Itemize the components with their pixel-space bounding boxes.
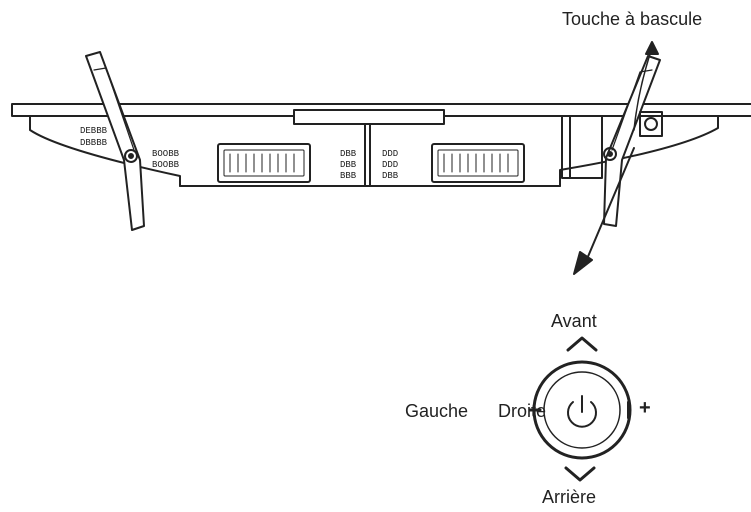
svg-text:DBB: DBB bbox=[382, 171, 399, 181]
plus-label: + bbox=[639, 397, 651, 419]
connector-panel bbox=[561, 115, 603, 179]
svg-text:DBBBB: DBBBB bbox=[80, 138, 108, 148]
toggle-key-button bbox=[633, 41, 663, 137]
toggle-key-detail bbox=[528, 336, 632, 482]
svg-text:BOOBB: BOOBB bbox=[152, 149, 180, 159]
tv-body bbox=[11, 103, 751, 187]
pointer-arrow bbox=[573, 147, 635, 275]
vent-holes: DEBBB DBBBB BOOBB BOOBB DBB DBB BBB DDD … bbox=[80, 126, 399, 181]
svg-text:DDD: DDD bbox=[382, 149, 398, 159]
toggle-key-label: Touche à bascule bbox=[562, 9, 703, 29]
svg-text:DBB: DBB bbox=[340, 149, 357, 159]
svg-text:DBB: DBB bbox=[340, 160, 357, 170]
chevron-up-icon bbox=[566, 336, 598, 352]
front-label: Avant bbox=[551, 311, 597, 331]
stand-left bbox=[85, 51, 145, 231]
speaker-grille-left bbox=[217, 143, 311, 183]
left-label: Gauche bbox=[405, 401, 469, 421]
svg-text:DEBBB: DEBBB bbox=[80, 126, 108, 136]
speaker-grille-right bbox=[431, 143, 525, 183]
right-label: Droite bbox=[498, 401, 547, 421]
svg-text:DDD: DDD bbox=[382, 160, 398, 170]
chevron-down-icon bbox=[564, 466, 596, 482]
svg-text:BBB: BBB bbox=[340, 171, 357, 181]
back-label: Arrière bbox=[542, 487, 597, 507]
svg-text:BOOBB: BOOBB bbox=[152, 160, 180, 170]
